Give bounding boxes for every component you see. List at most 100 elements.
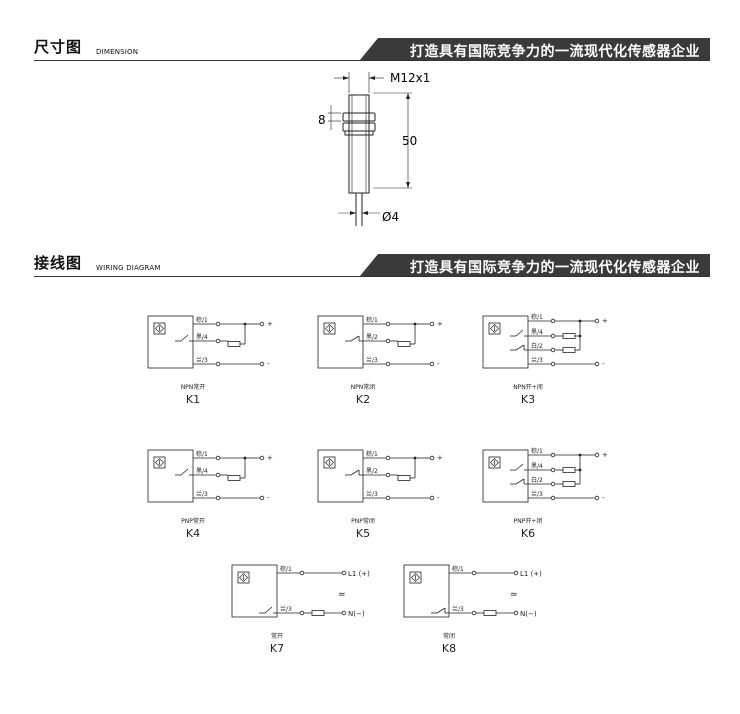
ac-symbol: ≃	[510, 590, 518, 600]
section-title-en: DIMENSION	[96, 48, 139, 56]
thread-label: M12x1	[390, 71, 430, 85]
sensor-icon	[237, 571, 250, 584]
terminal	[594, 495, 600, 501]
wire-label: 兰/3	[196, 490, 208, 498]
diagram-code: K4	[186, 527, 200, 540]
terminal	[385, 361, 391, 367]
resistor	[562, 481, 576, 487]
terminal	[471, 610, 477, 616]
terminal	[385, 338, 391, 344]
minus-label: -	[602, 494, 605, 502]
section-title-cn: 尺寸图	[34, 38, 83, 56]
sensor-icon	[488, 322, 501, 335]
minus-label: -	[437, 494, 440, 502]
sensor-diamond-icon	[239, 573, 248, 582]
section-title-en: WIRING DIAGRAM	[96, 264, 161, 272]
minus-label: -	[267, 360, 270, 368]
diagram-caption: NPN常开	[181, 383, 206, 391]
section-header-wiring: 接线图 WIRING DIAGRAM 打造具有国际竞争力的一流现代化传感器企业	[34, 254, 710, 277]
terminal	[429, 495, 435, 501]
resistor	[562, 467, 576, 473]
wire-label: 黑/4	[196, 468, 208, 475]
terminal	[429, 321, 435, 327]
wire	[515, 329, 524, 337]
resistor	[227, 341, 241, 347]
terminal	[550, 495, 556, 501]
sensor-box	[482, 449, 529, 503]
terminal	[513, 570, 519, 576]
wire-label: 兰/3	[366, 490, 378, 498]
wire-label: 兰/3	[452, 605, 464, 613]
wire-label: 兰/3	[531, 490, 543, 498]
terminal	[259, 455, 265, 461]
terminal	[550, 333, 556, 339]
terminal	[550, 481, 556, 487]
wire-label: 兰/3	[366, 356, 378, 364]
l1-label: L1 (+)	[520, 570, 542, 578]
diagram-code: K5	[356, 527, 370, 540]
wire-label: 棕/1	[196, 450, 208, 458]
slogan-band	[360, 38, 710, 60]
wire	[350, 335, 360, 342]
sensor-diamond-icon	[411, 573, 420, 582]
resistor	[227, 475, 241, 481]
sensor-box	[317, 449, 364, 503]
wire-label: 兰/3	[280, 605, 292, 613]
sensor-diamond-icon	[490, 458, 499, 467]
sensor-diamond-icon	[325, 324, 334, 333]
wire-label: 白/2	[531, 476, 543, 484]
terminal	[550, 347, 556, 353]
terminal	[550, 467, 556, 473]
sensor-icon	[488, 456, 501, 469]
wire	[515, 344, 525, 351]
wire-label: 黑/2	[366, 334, 378, 341]
slogan-band	[360, 254, 710, 276]
terminal	[385, 321, 391, 327]
plus-label: +	[602, 451, 608, 459]
diagram-code: K1	[186, 393, 200, 406]
sensor-diamond-icon	[490, 324, 499, 333]
wire-label: 黑/4	[531, 329, 543, 336]
section-title-cn: 接线图	[34, 254, 83, 272]
terminal	[385, 495, 391, 501]
sensor-diamond-icon	[325, 458, 334, 467]
terminal	[259, 321, 265, 327]
terminal	[259, 495, 265, 501]
diagram-caption: PNP常闭	[351, 517, 375, 525]
wire-label: 棕/1	[452, 565, 464, 573]
wire-label: 棕/1	[531, 447, 543, 455]
terminal	[215, 455, 221, 461]
slogan-text: 打造具有国际竞争力的一流现代化传感器企业	[410, 44, 700, 60]
wire-label: 棕/1	[196, 316, 208, 324]
diagram-code: K2	[356, 393, 370, 406]
diagram-code: K3	[521, 393, 535, 406]
slogan-text: 打造具有国际竞争力的一流现代化传感器企业	[410, 260, 700, 276]
sensor-box	[147, 449, 194, 503]
sensor-diamond-icon	[155, 458, 164, 467]
wire-label: 兰/3	[196, 356, 208, 364]
sensor-icon	[409, 571, 422, 584]
terminal	[594, 318, 600, 324]
terminal	[550, 318, 556, 324]
junction	[578, 334, 582, 338]
sensor-box	[231, 564, 278, 618]
wire-label: 兰/3	[531, 356, 543, 364]
diagram-caption: PNP常开	[181, 517, 205, 525]
resistor	[562, 347, 576, 353]
wire-label: 棕/1	[280, 565, 292, 573]
terminal	[299, 570, 305, 576]
wire-label: 黑/4	[196, 334, 208, 341]
ac-symbol: ≃	[338, 590, 346, 600]
wire-label: 棕/1	[366, 316, 378, 324]
terminal	[429, 361, 435, 367]
minus-label: -	[602, 360, 605, 368]
terminal	[259, 361, 265, 367]
resistor	[311, 610, 325, 616]
